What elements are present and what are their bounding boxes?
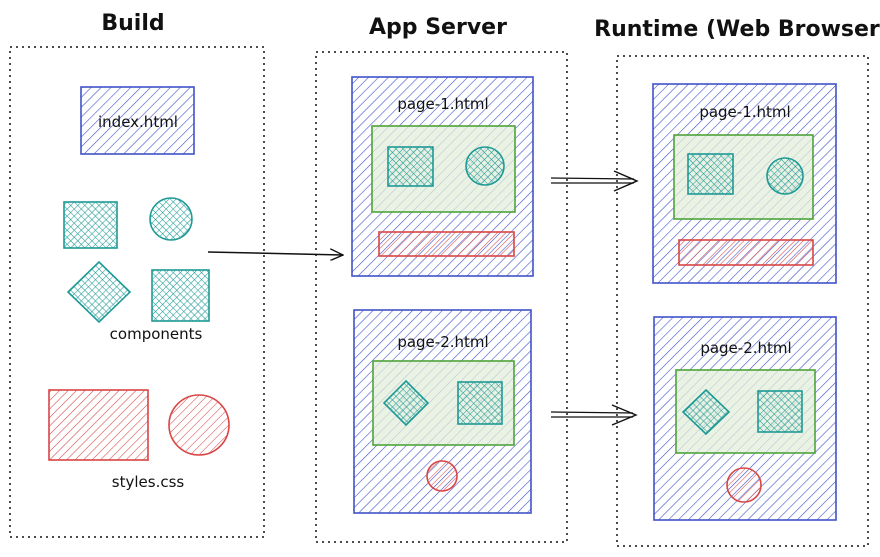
component-circle-shape	[149, 197, 193, 241]
components-group: components	[63, 197, 210, 343]
runtime-page-2-label: page-2.html	[700, 339, 791, 357]
runtime-page-1-circle-component	[766, 157, 804, 195]
server-page-1-square-component	[387, 146, 434, 187]
components-label: components	[110, 325, 203, 343]
runtime-page-1-style-bar	[678, 239, 814, 266]
component-square-shape	[63, 201, 118, 249]
server-page-1: page-1.html	[351, 76, 534, 277]
runtime-page-1: page-1.html	[652, 83, 837, 284]
styles-css-label: styles.css	[112, 473, 185, 491]
server-page-1-style-bar	[378, 231, 515, 257]
runtime-page-1-square-component	[687, 153, 734, 195]
app-server-column-title: App Server	[369, 15, 507, 40]
server-page-1-circle-component	[465, 146, 505, 186]
index-html-file: index.html	[80, 86, 195, 155]
runtime-container	[616, 55, 869, 547]
server-page-2-diamond-component	[382, 379, 430, 427]
build-column-title: Build	[101, 11, 164, 36]
runtime-column-title: Runtime (Web Browser)	[594, 17, 880, 42]
runtime-page-2-style-circle	[726, 467, 762, 503]
styles-group: styles.css	[48, 389, 230, 491]
server-page-2-label: page-2.html	[397, 333, 488, 351]
server-page-2: page-2.html	[353, 309, 532, 514]
runtime-page-2: page-2.html	[653, 316, 837, 521]
server-to-runtime-arrow-2	[550, 404, 638, 426]
style-circle-shape	[168, 394, 230, 456]
component-diamond-shape	[66, 260, 132, 324]
server-page-2-style-circle	[426, 460, 458, 492]
server-page-2-square-component	[457, 381, 503, 425]
app-server-container	[315, 51, 568, 543]
runtime-page-2-diamond-component	[681, 388, 731, 436]
build-container	[9, 46, 265, 538]
build-to-server-arrow	[207, 252, 343, 255]
component-square-shape-2	[151, 269, 210, 322]
index-html-label: index.html	[98, 113, 178, 131]
runtime-page-1-label: page-1.html	[699, 103, 790, 121]
server-page-1-label: page-1.html	[397, 95, 488, 113]
runtime-page-2-square-component	[757, 390, 803, 433]
style-rectangle-shape	[48, 389, 149, 461]
server-to-runtime-arrow-1	[550, 170, 639, 192]
